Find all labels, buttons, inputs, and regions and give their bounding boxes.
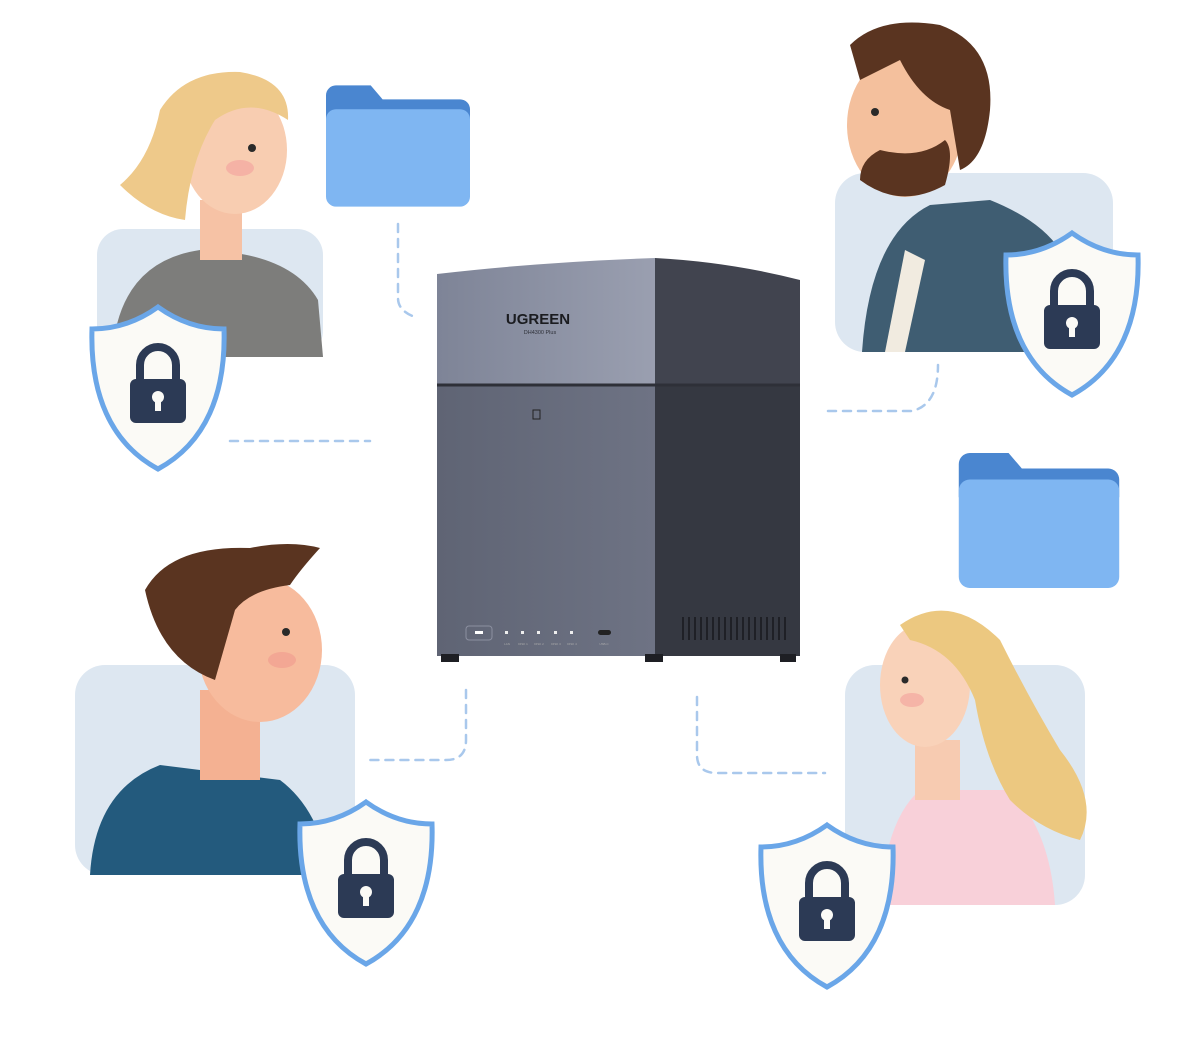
connector-user-bottom-left — [363, 688, 468, 762]
vent-grille — [682, 617, 786, 640]
beard — [860, 140, 950, 197]
lock-icon — [300, 802, 432, 964]
port-label: DISK 1 — [518, 642, 528, 646]
brand-logo: UGREEN — [506, 311, 570, 328]
hair — [120, 71, 289, 221]
connector-folder-top — [396, 222, 420, 320]
user-young-man — [75, 544, 355, 875]
connector-lines — [228, 222, 940, 775]
user-blonde-woman — [97, 71, 323, 357]
folder-icon[interactable] — [958, 453, 1120, 588]
lock-icon — [761, 825, 893, 987]
lock-icon — [1006, 233, 1138, 395]
port-label: DISK 3 — [551, 642, 561, 646]
lock-icon — [92, 307, 224, 469]
hair — [145, 544, 320, 680]
shirt — [90, 765, 330, 875]
port-label: DISK 4 — [567, 642, 577, 646]
user-curly-woman — [845, 610, 1087, 905]
status-leds — [505, 631, 573, 634]
power-button[interactable] — [465, 625, 493, 641]
connector-user-bottom-right — [695, 695, 827, 775]
nas-device: UGREEN DH4300 Plus LAN DISK 1 DISK 2 DIS… — [437, 258, 800, 662]
hair — [850, 22, 991, 170]
connector-user-top-right — [826, 363, 940, 413]
nfc-icon — [532, 409, 541, 420]
usb-c-port[interactable] — [598, 630, 611, 635]
folder-icon[interactable] — [326, 85, 470, 207]
port-label: LAN — [504, 642, 510, 646]
port-label: USB-C — [599, 642, 609, 646]
shirt — [880, 790, 1055, 905]
hair — [900, 610, 1087, 840]
model-label: DH4300 Plus — [524, 330, 557, 336]
port-label: DISK 2 — [534, 642, 544, 646]
port-labels: LAN DISK 1 DISK 2 DISK 3 DISK 4 USB-C — [504, 642, 609, 646]
